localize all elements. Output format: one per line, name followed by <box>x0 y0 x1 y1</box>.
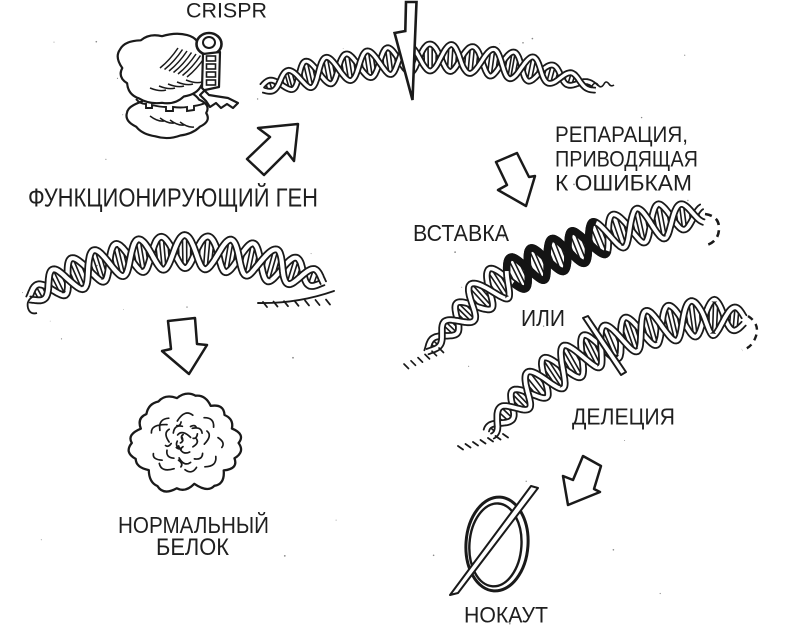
svg-text:НОРМАЛЬНЫЙ: НОРМАЛЬНЫЙ <box>118 511 269 538</box>
svg-text:РЕПАРАЦИЯ,: РЕПАРАЦИЯ, <box>555 122 688 147</box>
svg-text:ИЛИ: ИЛИ <box>521 305 565 331</box>
svg-text:ВСТАВКА: ВСТАВКА <box>413 220 510 246</box>
svg-text:ДЕЛЕЦИЯ: ДЕЛЕЦИЯ <box>572 404 675 430</box>
svg-text:ФУНКЦИОНИРУЮЩИЙ ГЕН: ФУНКЦИОНИРУЮЩИЙ ГЕН <box>28 183 318 213</box>
svg-text:НОКАУТ: НОКАУТ <box>464 603 548 628</box>
svg-text:ПРИВОДЯЩАЯ: ПРИВОДЯЩАЯ <box>555 147 698 172</box>
svg-text:CRISPR: CRISPR <box>186 0 267 23</box>
svg-text:БЕЛОК: БЕЛОК <box>156 534 229 561</box>
svg-text:К ОШИБКАМ: К ОШИБКАМ <box>555 171 692 196</box>
